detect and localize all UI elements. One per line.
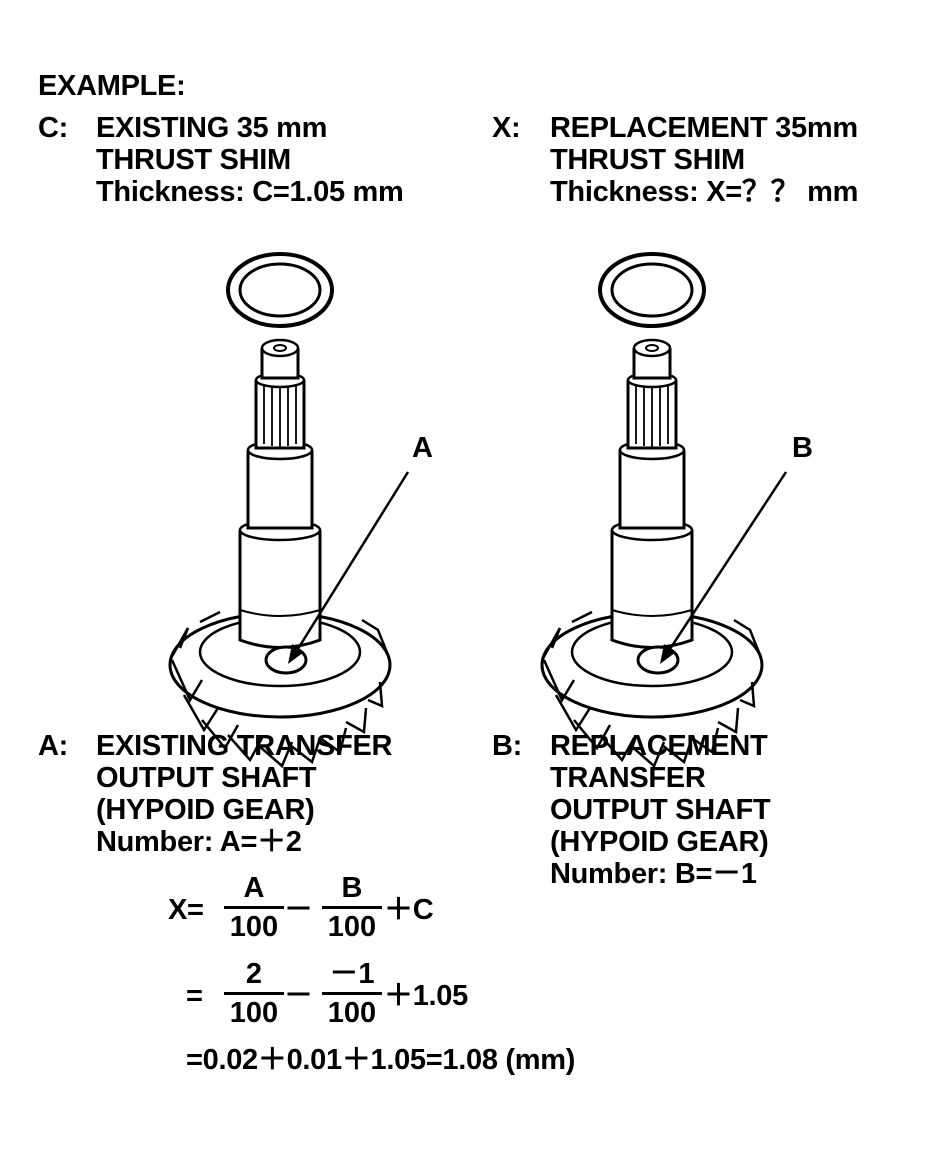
formula-row2-fraction-1: 2 100: [224, 958, 284, 1029]
callout-b-leader: [660, 471, 788, 664]
fraction-denominator: 100: [327, 911, 377, 943]
fraction-numerator: －1: [329, 958, 375, 990]
fraction-denominator: 100: [229, 997, 279, 1029]
replacement-shaft-line3: OUTPUT SHAFT: [550, 794, 771, 826]
formula-row1-fraction-a: A 100: [224, 872, 284, 943]
callout-a-leader: [288, 471, 410, 664]
fraction-bar: [224, 906, 284, 909]
formula-row2-lead: =: [186, 980, 203, 1012]
fraction-bar: [322, 906, 382, 909]
replacement-shim-letter: X:: [492, 112, 521, 144]
fraction-numerator: A: [243, 872, 265, 904]
replacement-shim-line2: THRUST SHIM: [550, 144, 745, 176]
existing-shaft-line1: EXISTING TRANSFER: [96, 730, 393, 762]
existing-shim-letter: C:: [38, 112, 69, 144]
existing-shaft-number: Number: A=＋2: [96, 826, 302, 858]
replacement-shaft-line1: REPLACEMENT: [550, 730, 768, 762]
replacement-shaft-drawing: [540, 252, 764, 768]
fraction-bar: [224, 992, 284, 995]
formula-row2-fraction-2: －1 100: [322, 958, 382, 1029]
existing-shaft-drawing: [168, 252, 392, 768]
formula-row3-result: =0.02＋0.01＋1.05=1.08 (mm): [186, 1044, 576, 1076]
fraction-bar: [322, 992, 382, 995]
formula-row1-lead: X=: [168, 894, 204, 926]
replacement-shim-line1: REPLACEMENT 35mm: [550, 112, 858, 144]
formula-row1-minus: －: [284, 894, 313, 926]
callout-a-label: A: [412, 432, 433, 464]
example-heading: EXAMPLE:: [38, 70, 186, 102]
fraction-numerator: B: [341, 872, 363, 904]
fraction-denominator: 100: [327, 997, 377, 1029]
callout-b-label: B: [792, 432, 813, 464]
formula-row1-tail: ＋C: [384, 894, 434, 926]
existing-shim-line2: THRUST SHIM: [96, 144, 291, 176]
existing-shaft-letter: A:: [38, 730, 69, 762]
replacement-shaft-letter: B:: [492, 730, 523, 762]
formula-row2-minus: －: [284, 980, 313, 1012]
existing-shaft-line2: OUTPUT SHAFT: [96, 762, 317, 794]
replacement-shaft-line2: TRANSFER: [550, 762, 706, 794]
formula-row1-fraction-b: B 100: [322, 872, 382, 943]
replacement-shim-thickness: Thickness: X=？？ mm: [550, 176, 859, 208]
existing-shim-thickness: Thickness: C=1.05 mm: [96, 176, 404, 208]
formula-row2-tail: ＋1.05: [384, 980, 468, 1012]
existing-shim-line1: EXISTING 35 mm: [96, 112, 328, 144]
replacement-shaft-line4: (HYPOID GEAR): [550, 826, 769, 858]
fraction-numerator: 2: [245, 958, 263, 990]
replacement-shaft-number: Number: B=－1: [550, 858, 757, 890]
fraction-denominator: 100: [229, 911, 279, 943]
existing-shaft-line3: (HYPOID GEAR): [96, 794, 315, 826]
